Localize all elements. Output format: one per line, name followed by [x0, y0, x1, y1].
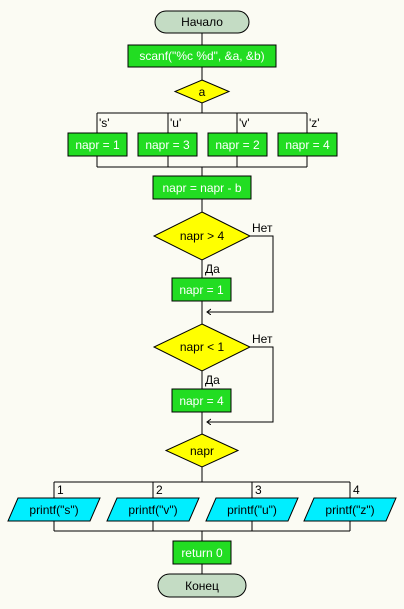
return-label: return 0 [181, 546, 223, 560]
calc-block: napr = napr - b [152, 175, 252, 200]
condition-1-action-block: napr = 1 [171, 277, 232, 302]
end-terminal: Конец [157, 573, 247, 598]
switch-a-label: a [199, 85, 206, 99]
condition-1-no-label: Нет [252, 221, 273, 235]
output-block-s: printf("s") [7, 497, 101, 522]
action-block-s: napr = 1 [67, 132, 128, 157]
action-block-u: napr = 3 [137, 132, 198, 157]
condition-1-decision: napr > 4 [152, 211, 252, 261]
action-label-z: napr = 4 [285, 138, 330, 152]
condition-2-no-label: Нет [252, 332, 273, 346]
start-terminal: Начало [154, 10, 250, 34]
action-label-u: napr = 3 [145, 138, 190, 152]
case-label-u: 'u' [170, 116, 181, 130]
action-block-z: napr = 4 [277, 132, 338, 157]
output-block-v: printf("v") [106, 497, 200, 522]
output-label-u: printf("u") [227, 503, 277, 517]
output-block-z: printf("z") [303, 497, 397, 522]
switch-napr-label: napr [190, 444, 214, 458]
case-label-2: 2 [156, 483, 163, 497]
output-label-z: printf("z") [325, 503, 374, 517]
case-label-3: 3 [255, 483, 262, 497]
return-block: return 0 [172, 540, 232, 565]
output-block-u: printf("u") [205, 497, 299, 522]
action-block-v: napr = 2 [207, 132, 268, 157]
condition-2-action-block: napr = 4 [171, 388, 232, 413]
end-label: Конец [185, 579, 219, 593]
case-label-z: 'z' [309, 116, 320, 130]
condition-1-action-label: napr = 1 [179, 283, 224, 297]
connector-lines [53, 33, 351, 574]
condition-2-yes-label: Да [205, 373, 220, 387]
case-label-v: 'v' [239, 116, 250, 130]
condition-1-label: napr > 4 [180, 229, 225, 243]
action-label-v: napr = 2 [215, 138, 260, 152]
case-label-4: 4 [353, 483, 360, 497]
output-label-s: printf("s") [29, 503, 78, 517]
input-label: scanf("%c %d", &a, &b) [139, 49, 264, 63]
start-label: Начало [181, 15, 223, 29]
switch-napr-decision: napr [164, 433, 240, 468]
calc-label: napr = napr - b [162, 181, 241, 195]
condition-1-yes-label: Да [205, 262, 220, 276]
switch-a-decision: a [173, 79, 231, 104]
input-block: scanf("%c %d", &a, &b) [127, 44, 277, 68]
action-label-s: napr = 1 [75, 138, 120, 152]
case-label-1: 1 [57, 483, 64, 497]
case-label-s: 's' [99, 116, 110, 130]
condition-2-label: napr < 1 [180, 340, 225, 354]
condition-2-action-label: napr = 4 [179, 394, 224, 408]
output-label-v: printf("v") [128, 503, 177, 517]
condition-2-decision: napr < 1 [152, 323, 252, 372]
